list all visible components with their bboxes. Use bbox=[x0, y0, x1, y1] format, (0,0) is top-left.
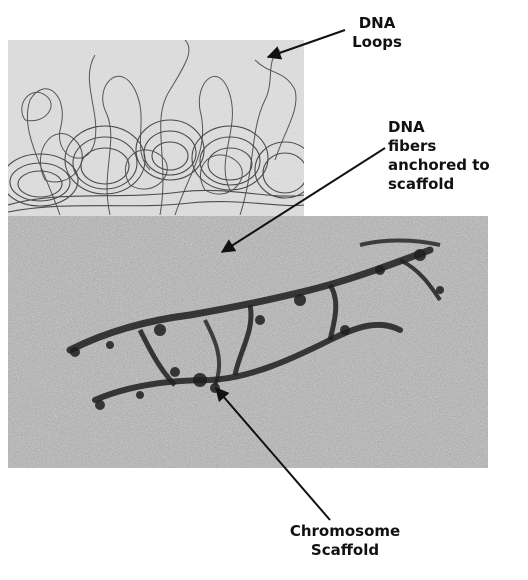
label-dna-loops: DNA Loops bbox=[334, 14, 420, 52]
label-dna-fibers: DNA fibers anchored to scaffold bbox=[388, 118, 518, 194]
dna-loop-strands bbox=[21, 40, 297, 216]
label-dna-loops-line-2: Loops bbox=[352, 33, 402, 51]
micrograph-dna-loops-panel bbox=[8, 40, 304, 220]
arrow-chromosome-scaffold bbox=[215, 386, 331, 521]
label-chromosome-scaffold: Chromosome Scaffold bbox=[270, 522, 420, 560]
label-chromosome-scaffold-line-2: Scaffold bbox=[310, 541, 380, 559]
arrow-dna-loops bbox=[266, 29, 346, 60]
label-dna-fibers-line-4: scaffold bbox=[388, 175, 455, 193]
micrograph-scaffold-panel bbox=[8, 216, 488, 468]
label-dna-fibers-line-3: anchored to bbox=[388, 156, 490, 174]
label-dna-fibers-line-1: DNA bbox=[388, 118, 425, 136]
arrow-dna-fibers bbox=[220, 147, 386, 253]
label-chromosome-scaffold-line-1: Chromosome bbox=[289, 522, 401, 540]
dna-loop-band bbox=[8, 119, 304, 213]
label-dna-loops-line-1: DNA bbox=[358, 14, 396, 32]
label-dna-fibers-line-2: fibers bbox=[388, 137, 437, 155]
chromosome-scaffold-structure bbox=[66, 238, 444, 410]
